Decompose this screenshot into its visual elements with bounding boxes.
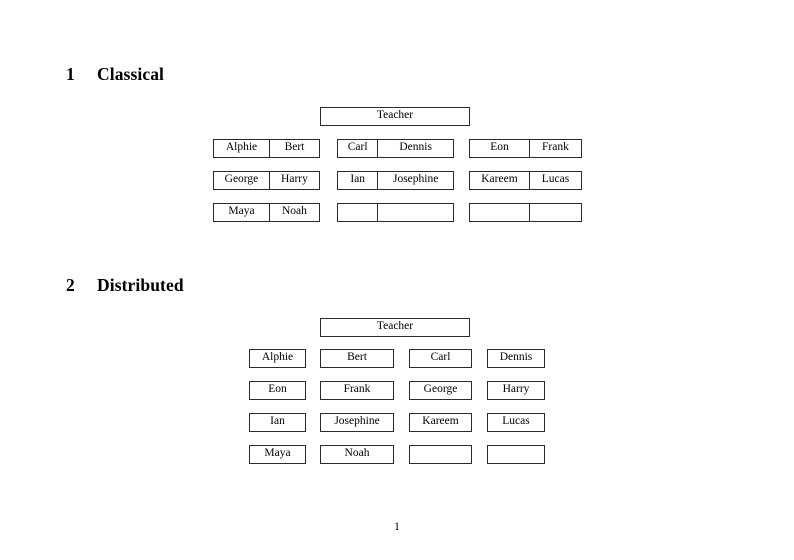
table-row: George Harry <box>213 171 320 190</box>
name-box: Eon <box>249 381 306 400</box>
name-box: George <box>409 381 472 400</box>
name-box: Alphie <box>249 349 306 368</box>
name-cell: Harry <box>268 172 319 189</box>
teacher-label: Teacher <box>376 109 414 122</box>
name-box: Lucas <box>487 413 545 432</box>
name-cell: Alphie <box>225 141 258 154</box>
table-row: Kareem Lucas <box>469 171 582 190</box>
name-cell: Eon <box>490 141 509 154</box>
name-cell: Ian <box>350 173 365 186</box>
name-cell: Carl <box>347 141 368 154</box>
name-cell-empty <box>528 204 581 221</box>
name-cell: Maya <box>228 205 255 218</box>
name-box: Bert <box>320 349 394 368</box>
name-box-empty <box>409 445 472 464</box>
table-row: Alphie Bert <box>213 139 320 158</box>
name-box: Carl <box>409 349 472 368</box>
teacher-box-classical: Teacher <box>320 107 470 126</box>
name-cell: Frank <box>528 140 581 157</box>
section-heading-distributed: 2 Distributed <box>66 275 184 296</box>
table-row: Maya Noah <box>213 203 320 222</box>
teacher-label: Teacher <box>376 320 414 333</box>
name-box: Josephine <box>320 413 394 432</box>
name-cell: Josephine <box>377 172 453 189</box>
table-row-empty <box>337 203 454 222</box>
name-box: Harry <box>487 381 545 400</box>
name-box: Dennis <box>487 349 545 368</box>
name-box: Kareem <box>409 413 472 432</box>
section-title: Distributed <box>97 275 184 295</box>
name-cell: Lucas <box>528 172 581 189</box>
section-heading-classical: 1 Classical <box>66 64 164 85</box>
section-number: 2 <box>66 275 75 295</box>
name-box: Frank <box>320 381 394 400</box>
name-cell: Dennis <box>377 140 453 157</box>
table-row: Ian Josephine <box>337 171 454 190</box>
teacher-box-distributed: Teacher <box>320 318 470 337</box>
name-cell-empty <box>470 204 529 221</box>
name-cell-empty <box>338 204 377 221</box>
name-cell-empty <box>377 204 453 221</box>
table-row: Eon Frank <box>469 139 582 158</box>
name-box: Noah <box>320 445 394 464</box>
name-box: Ian <box>249 413 306 432</box>
section-number: 1 <box>66 64 75 84</box>
name-box: Maya <box>249 445 306 464</box>
name-box-empty <box>487 445 545 464</box>
name-cell: Kareem <box>481 173 518 186</box>
page-number: 1 <box>394 521 400 533</box>
table-row: Carl Dennis <box>337 139 454 158</box>
name-cell: Noah <box>268 204 319 221</box>
table-row-empty <box>469 203 582 222</box>
section-title: Classical <box>97 64 165 84</box>
name-cell: Bert <box>268 140 319 157</box>
name-cell: George <box>224 173 259 186</box>
